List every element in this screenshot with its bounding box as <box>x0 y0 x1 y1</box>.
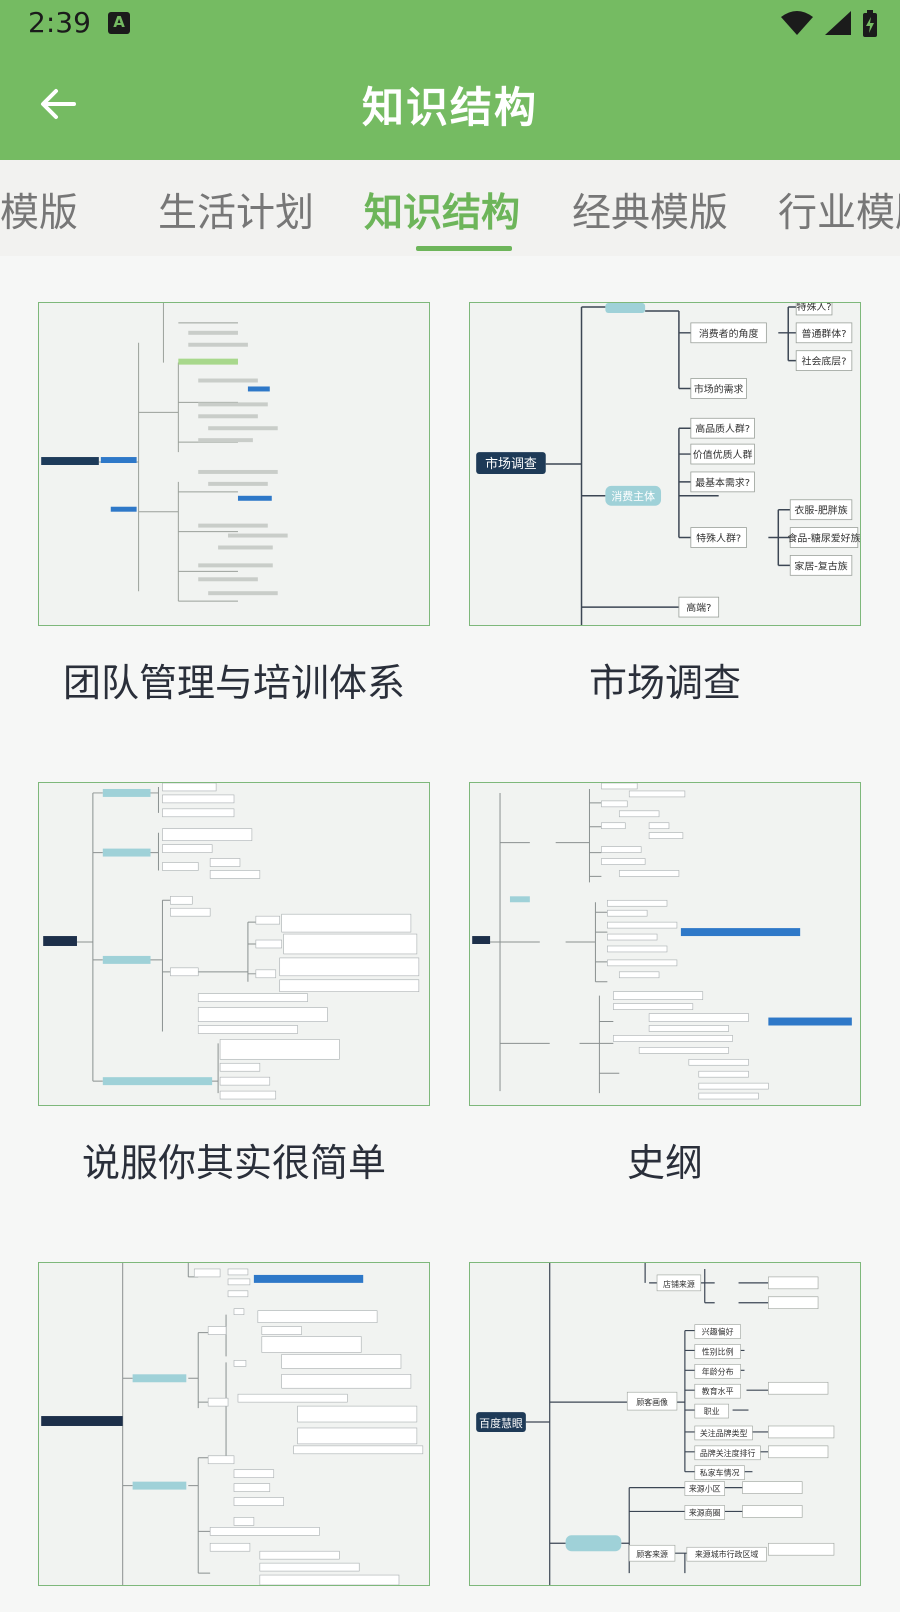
tab-knowledge[interactable]: 知识结构 <box>364 191 521 236</box>
tab-study[interactable]: 学习模版 <box>0 191 79 236</box>
node-branch: 店铺来源 <box>663 1279 695 1289</box>
status-time: 2:39 <box>28 6 91 39</box>
template-card[interactable]: 市场调查 消费主体 消费者的角度 市场的需求 特殊人? 普通群体? 社会底层? … <box>469 302 861 707</box>
node-leaf: 普通群体? <box>802 327 847 340</box>
node-leaf: 食品-糖尿爱好族 <box>787 532 860 545</box>
node-leaf: 社会底层? <box>802 355 847 368</box>
node-leaf: 教育水平 <box>702 1386 734 1396</box>
arrow-left-icon[interactable] <box>38 84 78 124</box>
template-title: 史纲 <box>626 1141 703 1185</box>
node-root: 百度慧眼 <box>479 1416 523 1430</box>
node-leaf: 品牌关注度排行 <box>700 1448 756 1458</box>
node-leaf: 特殊人? <box>797 303 832 313</box>
app-bar: 知识结构 <box>0 48 900 160</box>
node-leaf: 高端? <box>686 601 711 614</box>
template-thumbnail <box>38 1262 430 1586</box>
node-market-need: 市场的需求 <box>694 382 744 395</box>
template-thumbnail <box>469 782 861 1106</box>
node-leaf: 职业 <box>704 1406 720 1416</box>
node-leaf: 来源城市行政区域 <box>695 1549 759 1559</box>
battery-icon <box>863 10 877 37</box>
tab-industry[interactable]: 行业模版 <box>778 191 900 236</box>
node-consumer-view: 消费者的角度 <box>699 327 759 340</box>
template-thumbnail <box>38 782 430 1106</box>
template-title: 团队管理与培训体系 <box>62 661 405 705</box>
mindmap-preview <box>41 303 288 602</box>
node-leaf: 年龄分布 <box>702 1366 734 1376</box>
node-root: 市场调查 <box>485 456 537 472</box>
mindmap-preview <box>472 783 852 1100</box>
node-leaf: 私家车情况 <box>700 1468 740 1478</box>
template-thumbnail <box>38 302 430 626</box>
node-branch: 顾客来源 <box>636 1549 668 1559</box>
node-leaf: 关注品牌类型 <box>700 1428 748 1438</box>
template-card[interactable]: 百度慧眼 店铺来源 顾客画像 顾客来源 兴趣偏好 性别比例 年龄分布 教育水平 … <box>469 1262 861 1612</box>
template-thumbnail: 百度慧眼 店铺来源 顾客画像 顾客来源 兴趣偏好 性别比例 年龄分布 教育水平 … <box>469 1262 861 1586</box>
node-leaf: 衣服-肥胖族 <box>794 504 847 517</box>
template-title: 市场调查 <box>588 661 741 705</box>
node-leaf: 家居-复古族 <box>794 559 847 572</box>
category-tabs: 学习模版 生活计划 知识结构 经典模版 行业模版 <box>0 160 900 256</box>
template-grid: 团队管理与培训体系 市场调查 消费主体 消费者的角度 市场的需求 特殊人? <box>0 256 900 1600</box>
node-consumer: 消费主体 <box>611 489 655 503</box>
template-card[interactable]: 史纲 <box>469 782 861 1187</box>
status-bar: 2:39 A <box>0 0 900 48</box>
node-leaf: 性别比例 <box>702 1346 734 1356</box>
mindmap-preview <box>41 1263 424 1585</box>
signal-icon <box>825 11 851 35</box>
node-leaf: 特殊人群? <box>696 532 741 545</box>
mindmap-preview: 百度慧眼 店铺来源 顾客画像 顾客来源 兴趣偏好 性别比例 年龄分布 教育水平 … <box>476 1263 835 1585</box>
mindmap-preview <box>43 783 420 1100</box>
page-title: 知识结构 <box>361 83 538 132</box>
tab-indicator <box>416 246 512 251</box>
tab-life-plan[interactable]: 生活计划 <box>158 191 315 236</box>
tab-classic[interactable]: 经典模版 <box>572 191 729 236</box>
template-title: 说服你其实很简单 <box>81 1141 386 1185</box>
wifi-icon <box>781 11 813 35</box>
template-thumbnail: 市场调查 消费主体 消费者的角度 市场的需求 特殊人? 普通群体? 社会底层? … <box>469 302 861 626</box>
template-card[interactable]: 说服你其实很简单 <box>38 782 430 1187</box>
node-branch: 顾客画像 <box>636 1397 668 1407</box>
node-leaf: 来源商圈 <box>689 1507 721 1517</box>
node-leaf: 来源小区 <box>689 1484 721 1494</box>
template-card[interactable]: 团队管理与培训体系 <box>38 302 430 707</box>
node-leaf: 高品质人群? <box>695 422 750 435</box>
node-leaf: 兴趣偏好 <box>702 1327 734 1337</box>
node-leaf: 价值优质人群 <box>693 448 753 461</box>
node-leaf: 最基本需求? <box>695 476 750 489</box>
a-letter-icon: A <box>108 12 130 34</box>
mindmap-preview: 市场调查 消费主体 消费者的角度 市场的需求 特殊人? 普通群体? 社会底层? … <box>476 303 860 625</box>
template-card[interactable] <box>38 1262 430 1612</box>
